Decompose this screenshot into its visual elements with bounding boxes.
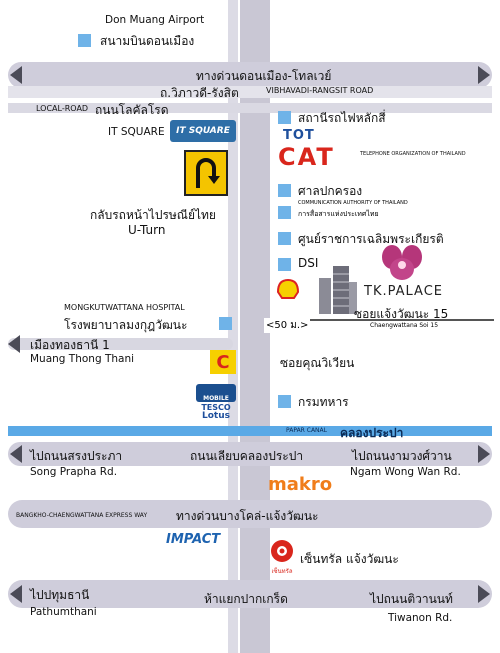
- vibhavadi-label-th: ถ.วิภาวดี-รังสิต: [160, 86, 239, 100]
- pathum-label-th: ไปปทุมธานี: [30, 588, 90, 602]
- big-c-logo-text: C: [216, 351, 230, 373]
- central-label: เซ็นทรัล แจ้งวัฒนะ: [300, 552, 399, 566]
- vibhavadi-road: [8, 86, 492, 98]
- big-c-logo: C: [210, 350, 236, 374]
- central-flower-icon: [271, 540, 293, 562]
- vibhavadi-label-en: VIBHAVADI-RANGSIT ROAD: [266, 86, 374, 95]
- govt-center-marker: [278, 232, 291, 245]
- soi-khun-label: ซอยคุณวิเวียน: [280, 356, 355, 370]
- tk-palace-orchid-logo: [376, 243, 428, 287]
- army-marker: [278, 395, 291, 408]
- station-marker: [278, 111, 291, 124]
- tesco-label: TESCO: [201, 403, 231, 412]
- muang-thong-label-en: Muang Thong Thani: [30, 353, 135, 365]
- tollway-label: ทางด่วนดอนเมือง-โทลเวย์: [196, 69, 332, 83]
- tiwanon-label-th: ไปถนนติวานนท์: [370, 592, 453, 606]
- central-logo-text: เซ็นทรัล: [271, 568, 293, 575]
- muang-thong-arrow-left: [8, 335, 20, 353]
- dsi-label: DSI: [298, 256, 319, 270]
- dsi-marker: [278, 258, 291, 271]
- pakkret-label: ห้าแยกปากเกร็ด: [204, 592, 288, 606]
- song-prapha-label-th: ไปถนนสรงประภา: [30, 449, 123, 463]
- song-prapha-arrow-left: [10, 445, 22, 463]
- side-road-vertical: [228, 0, 238, 653]
- tot-logo: TOT: [283, 128, 315, 143]
- expressway-label-th: ทางด่วนบางโคล่-แจ้งวัฒนะ: [176, 509, 319, 523]
- station-label: สถานีรถไฟหลักสี่: [298, 111, 386, 125]
- song-prapha-label-en: Song Prapha Rd.: [30, 466, 118, 478]
- ngam-wong-wan-label-en: Ngam Wong Wan Rd.: [350, 466, 461, 478]
- bottom-road: [8, 580, 492, 608]
- soi-15-road: [272, 319, 494, 321]
- shell-icon: [276, 278, 300, 299]
- court-label: ศาลปกครอง: [298, 184, 363, 198]
- shell-logo: [276, 278, 300, 304]
- airport-marker: [78, 34, 91, 47]
- it-square-label: IT SQUARE: [108, 126, 165, 138]
- tk-palace-label: TK.PALACE: [364, 284, 443, 299]
- pathum-arrow-left: [10, 585, 22, 603]
- airport-label-th: สนามบินดอนเมือง: [100, 34, 195, 48]
- it-square-logo-text: IT SQUARE: [176, 126, 230, 136]
- building-icon: [319, 266, 357, 314]
- mobile-logo-text: MOBILE: [203, 395, 229, 402]
- govt-center-label: ศูนย์ราชการเฉลิมพระเกียรติ: [298, 232, 444, 246]
- local-road-label-th: ถนนโลคัลโรด: [95, 103, 169, 117]
- distance-label: <50 ม.>: [264, 318, 311, 333]
- tiwanon-arrow-right: [478, 585, 490, 603]
- soi-15-label-en: Chaengwattana Soi 15: [370, 322, 439, 329]
- tiwanon-label-en: Tiwanon Rd.: [388, 612, 453, 624]
- hospital-label-th: โรงพยาบาลมงกุฎวัฒนะ: [64, 318, 188, 332]
- cat-authority-en: COMMUNICATION AUTHORITY OF THAILAND: [298, 200, 408, 206]
- u-turn-sign: [184, 150, 228, 196]
- ngam-wong-wan-label-th: ไปถนนงามวงศ์วาน: [352, 449, 452, 463]
- army-label: กรมทหาร: [298, 395, 349, 409]
- canal-label-th: คลองประปา: [340, 426, 404, 440]
- hospital-marker: [219, 317, 232, 330]
- tk-palace-building: [315, 262, 359, 314]
- canal-label-en: PAPAR CANAL: [286, 427, 327, 434]
- cat-logo: CAT: [278, 143, 335, 171]
- muang-thong-label-th: เมืองทองธานี 1: [30, 338, 110, 352]
- makro-logo: makro: [268, 474, 333, 495]
- tollway-arrow-left: [10, 66, 22, 84]
- orchid-icon: [382, 245, 422, 280]
- tollway-arrow-right: [478, 66, 490, 84]
- expressway-label-en: BANGKHO-CHAENGWATTANA EXPRESS WAY: [16, 512, 148, 519]
- canal: [8, 426, 492, 436]
- u-turn-icon: [196, 158, 220, 188]
- canal-side-road: [8, 442, 492, 466]
- central-logo: เซ็นทรัล: [268, 538, 296, 576]
- mobile-logo: MOBILE: [196, 384, 236, 402]
- local-road-label-en: LOCAL-ROAD: [36, 104, 89, 113]
- lotus-label: Lotus: [202, 411, 230, 421]
- it-square-logo: IT SQUARE: [170, 120, 236, 142]
- tesco-logo: TESCO Lotus: [196, 403, 236, 423]
- local-road: [8, 103, 492, 113]
- cat-authority-th: การสื่อสารแห่งประเทศไทย: [298, 210, 379, 218]
- cat-authority-marker: [278, 206, 291, 219]
- tollway-road: [8, 62, 492, 88]
- court-marker: [278, 184, 291, 197]
- cat-note: TELEPHONE ORGANIZATION OF THAILAND: [360, 151, 466, 157]
- impact-logo: IMPACT: [166, 532, 221, 547]
- u-turn-label-en: U-Turn: [128, 223, 166, 237]
- airport-label-en: Don Muang Airport: [105, 14, 205, 26]
- expressway-road: [8, 500, 492, 528]
- ngam-wong-wan-arrow-right: [478, 445, 490, 463]
- soi-15-label-th: ซอยแจ้งวัฒนะ 15: [354, 307, 449, 321]
- u-turn-label-th: กลับรถหน้าไปรษณีย์ไทย: [90, 208, 216, 222]
- pathum-label-en: Pathumthani: [30, 606, 97, 618]
- muang-thong-road: [8, 338, 233, 350]
- canal-bypass-label: ถนนเลียบคลองประปา: [190, 449, 304, 463]
- hospital-label-en: MONGKUTWATTANA HOSPITAL: [64, 303, 185, 312]
